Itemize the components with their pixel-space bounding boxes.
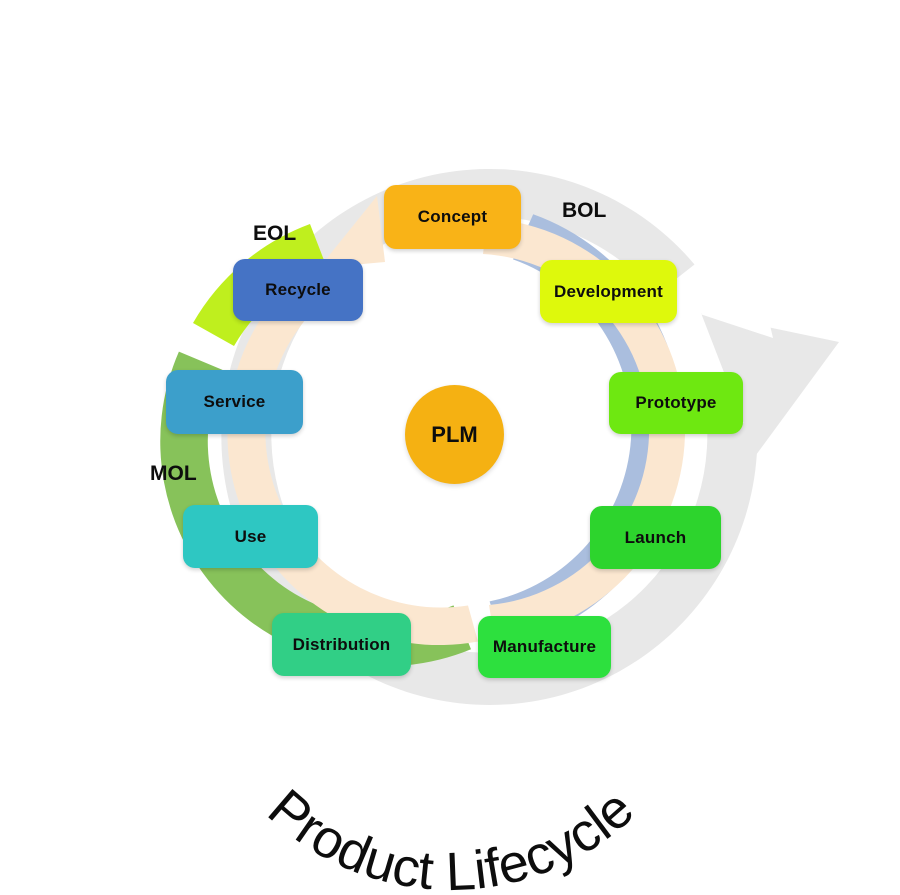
stage-box-launch[interactable]: Launch	[590, 506, 721, 569]
stage-box-prototype[interactable]: Prototype	[609, 372, 743, 434]
center-plm-circle[interactable]: PLM	[405, 385, 504, 484]
phase-label-bol: BOL	[562, 199, 606, 223]
phase-label-mol: MOL	[150, 462, 197, 486]
stage-label-prototype: Prototype	[635, 393, 717, 412]
stage-label-launch: Launch	[624, 527, 687, 547]
stage-label-manufacture: Manufacture	[492, 637, 597, 656]
stage-box-service[interactable]: Service	[166, 370, 303, 434]
stage-label-use: Use	[234, 526, 267, 546]
stage-label-distribution: Distribution	[292, 634, 391, 654]
phase-label-bol-text: BOL	[562, 199, 607, 222]
outer-cycle-arrow-icon	[700, 283, 839, 455]
outer-arrow-notch	[700, 283, 773, 338]
stage-box-use[interactable]: Use	[183, 505, 318, 568]
center-plm-label: PLM	[431, 421, 478, 447]
diagram-title-text: Product Lifecycle	[257, 778, 645, 895]
inner-arrow-head	[319, 196, 385, 268]
phase-label-eol: EOL	[253, 222, 296, 246]
stage-label-recycle: Recycle	[265, 280, 331, 299]
phase-label-mol-text: MOL	[150, 462, 197, 485]
stage-box-concept[interactable]: Concept	[384, 185, 521, 249]
stage-box-recycle[interactable]: Recycle	[233, 259, 363, 321]
stage-label-development: Development	[554, 281, 663, 301]
diagram-title: Product Lifecycle	[257, 778, 645, 895]
phase-arc-mol	[160, 351, 471, 667]
stage-label-service: Service	[203, 392, 266, 411]
stage-label-concept: Concept	[417, 207, 488, 226]
stage-box-manufacture[interactable]: Manufacture	[478, 616, 611, 678]
phase-label-eol-text: EOL	[253, 222, 297, 245]
outer-arrow-head	[701, 313, 839, 455]
stage-box-development[interactable]: Development	[540, 260, 677, 323]
stage-box-distribution[interactable]: Distribution	[272, 613, 411, 676]
